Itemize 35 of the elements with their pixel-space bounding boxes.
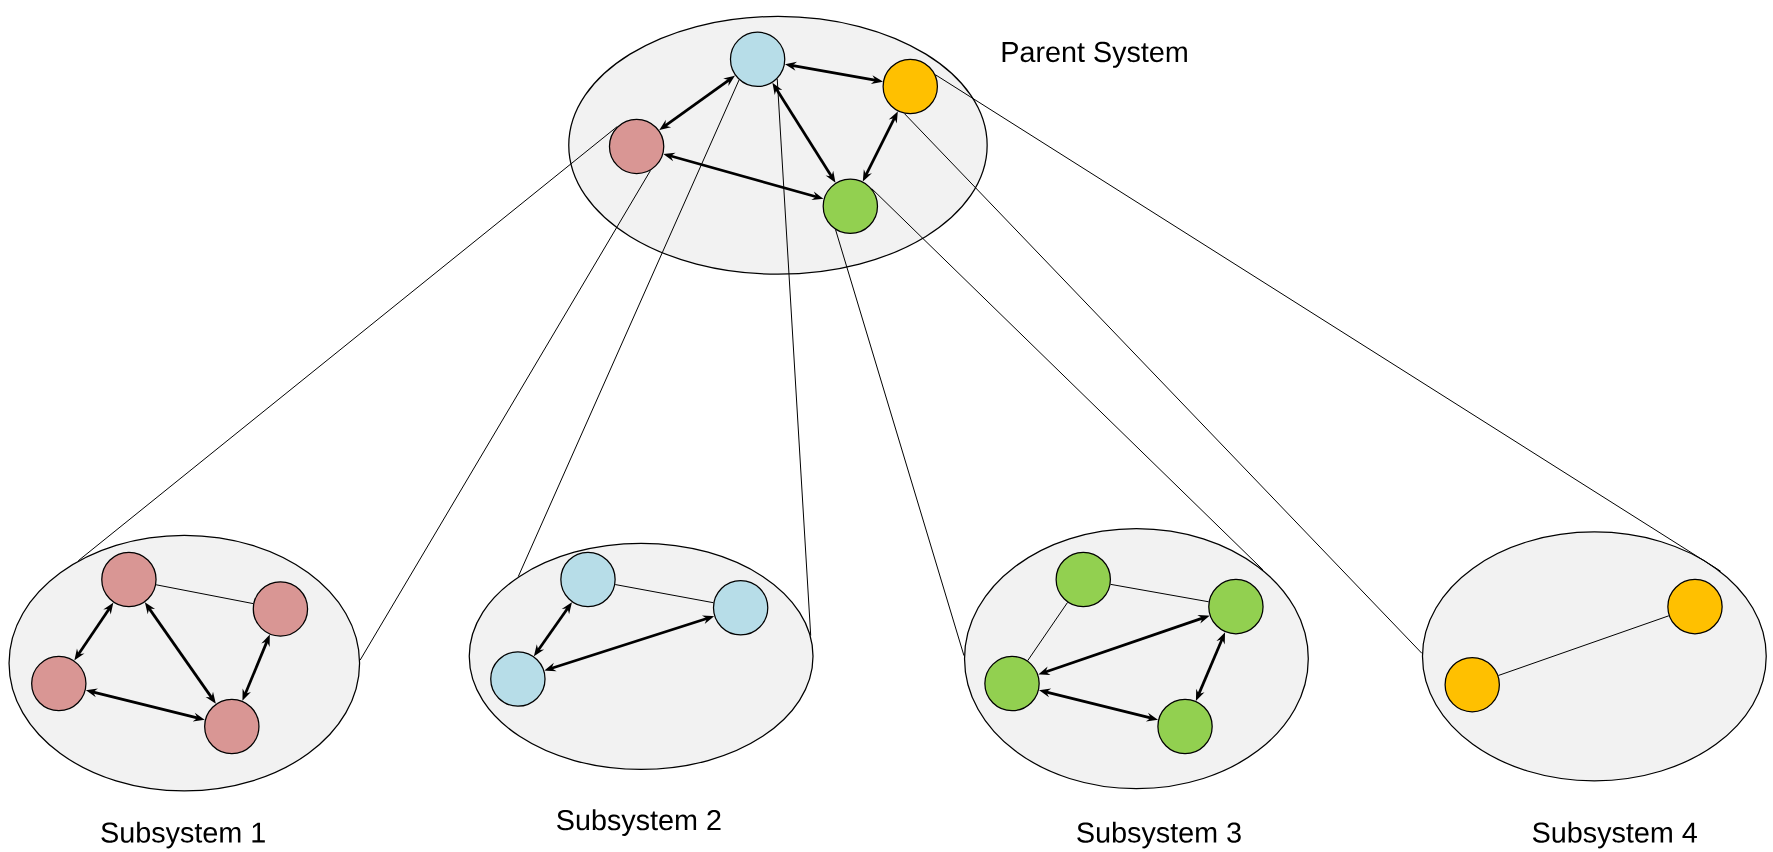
system-title: Subsystem 3 xyxy=(1077,821,1241,849)
circle-node xyxy=(1667,578,1723,635)
zoom-line xyxy=(934,74,1722,572)
circle-node xyxy=(252,581,309,637)
zoom-line xyxy=(517,79,740,578)
circle-node xyxy=(712,580,769,636)
circle-node xyxy=(490,651,546,707)
circle-node xyxy=(608,118,665,175)
zoom-line xyxy=(904,113,1423,654)
circle-node xyxy=(560,551,616,608)
zoom-line xyxy=(835,229,965,657)
zoom-line xyxy=(77,126,618,562)
connector-line xyxy=(1027,601,1069,662)
circle-node xyxy=(984,655,1040,712)
circle-node xyxy=(1055,551,1112,608)
zoom-line xyxy=(776,78,812,637)
circle-node xyxy=(204,698,260,755)
system-title: Subsystem 4 xyxy=(1532,821,1697,849)
connector-line xyxy=(1497,615,1670,676)
circle-node xyxy=(101,551,157,608)
system-title: Subsystem 1 xyxy=(101,821,265,849)
circle-node xyxy=(1208,578,1264,635)
system-title: Subsystem 2 xyxy=(557,809,721,836)
connector-line xyxy=(1110,583,1210,603)
zoom-line xyxy=(871,188,1264,571)
connector-line xyxy=(614,584,714,604)
zoom-line xyxy=(359,169,651,661)
connector-line xyxy=(155,584,254,605)
circle-node xyxy=(1444,656,1500,713)
system-title: Parent System xyxy=(1002,41,1187,68)
circle-node xyxy=(729,31,786,88)
circle-node xyxy=(31,655,87,712)
circle-node xyxy=(822,178,879,235)
circle-node xyxy=(1157,698,1213,755)
circle-node xyxy=(882,58,939,115)
